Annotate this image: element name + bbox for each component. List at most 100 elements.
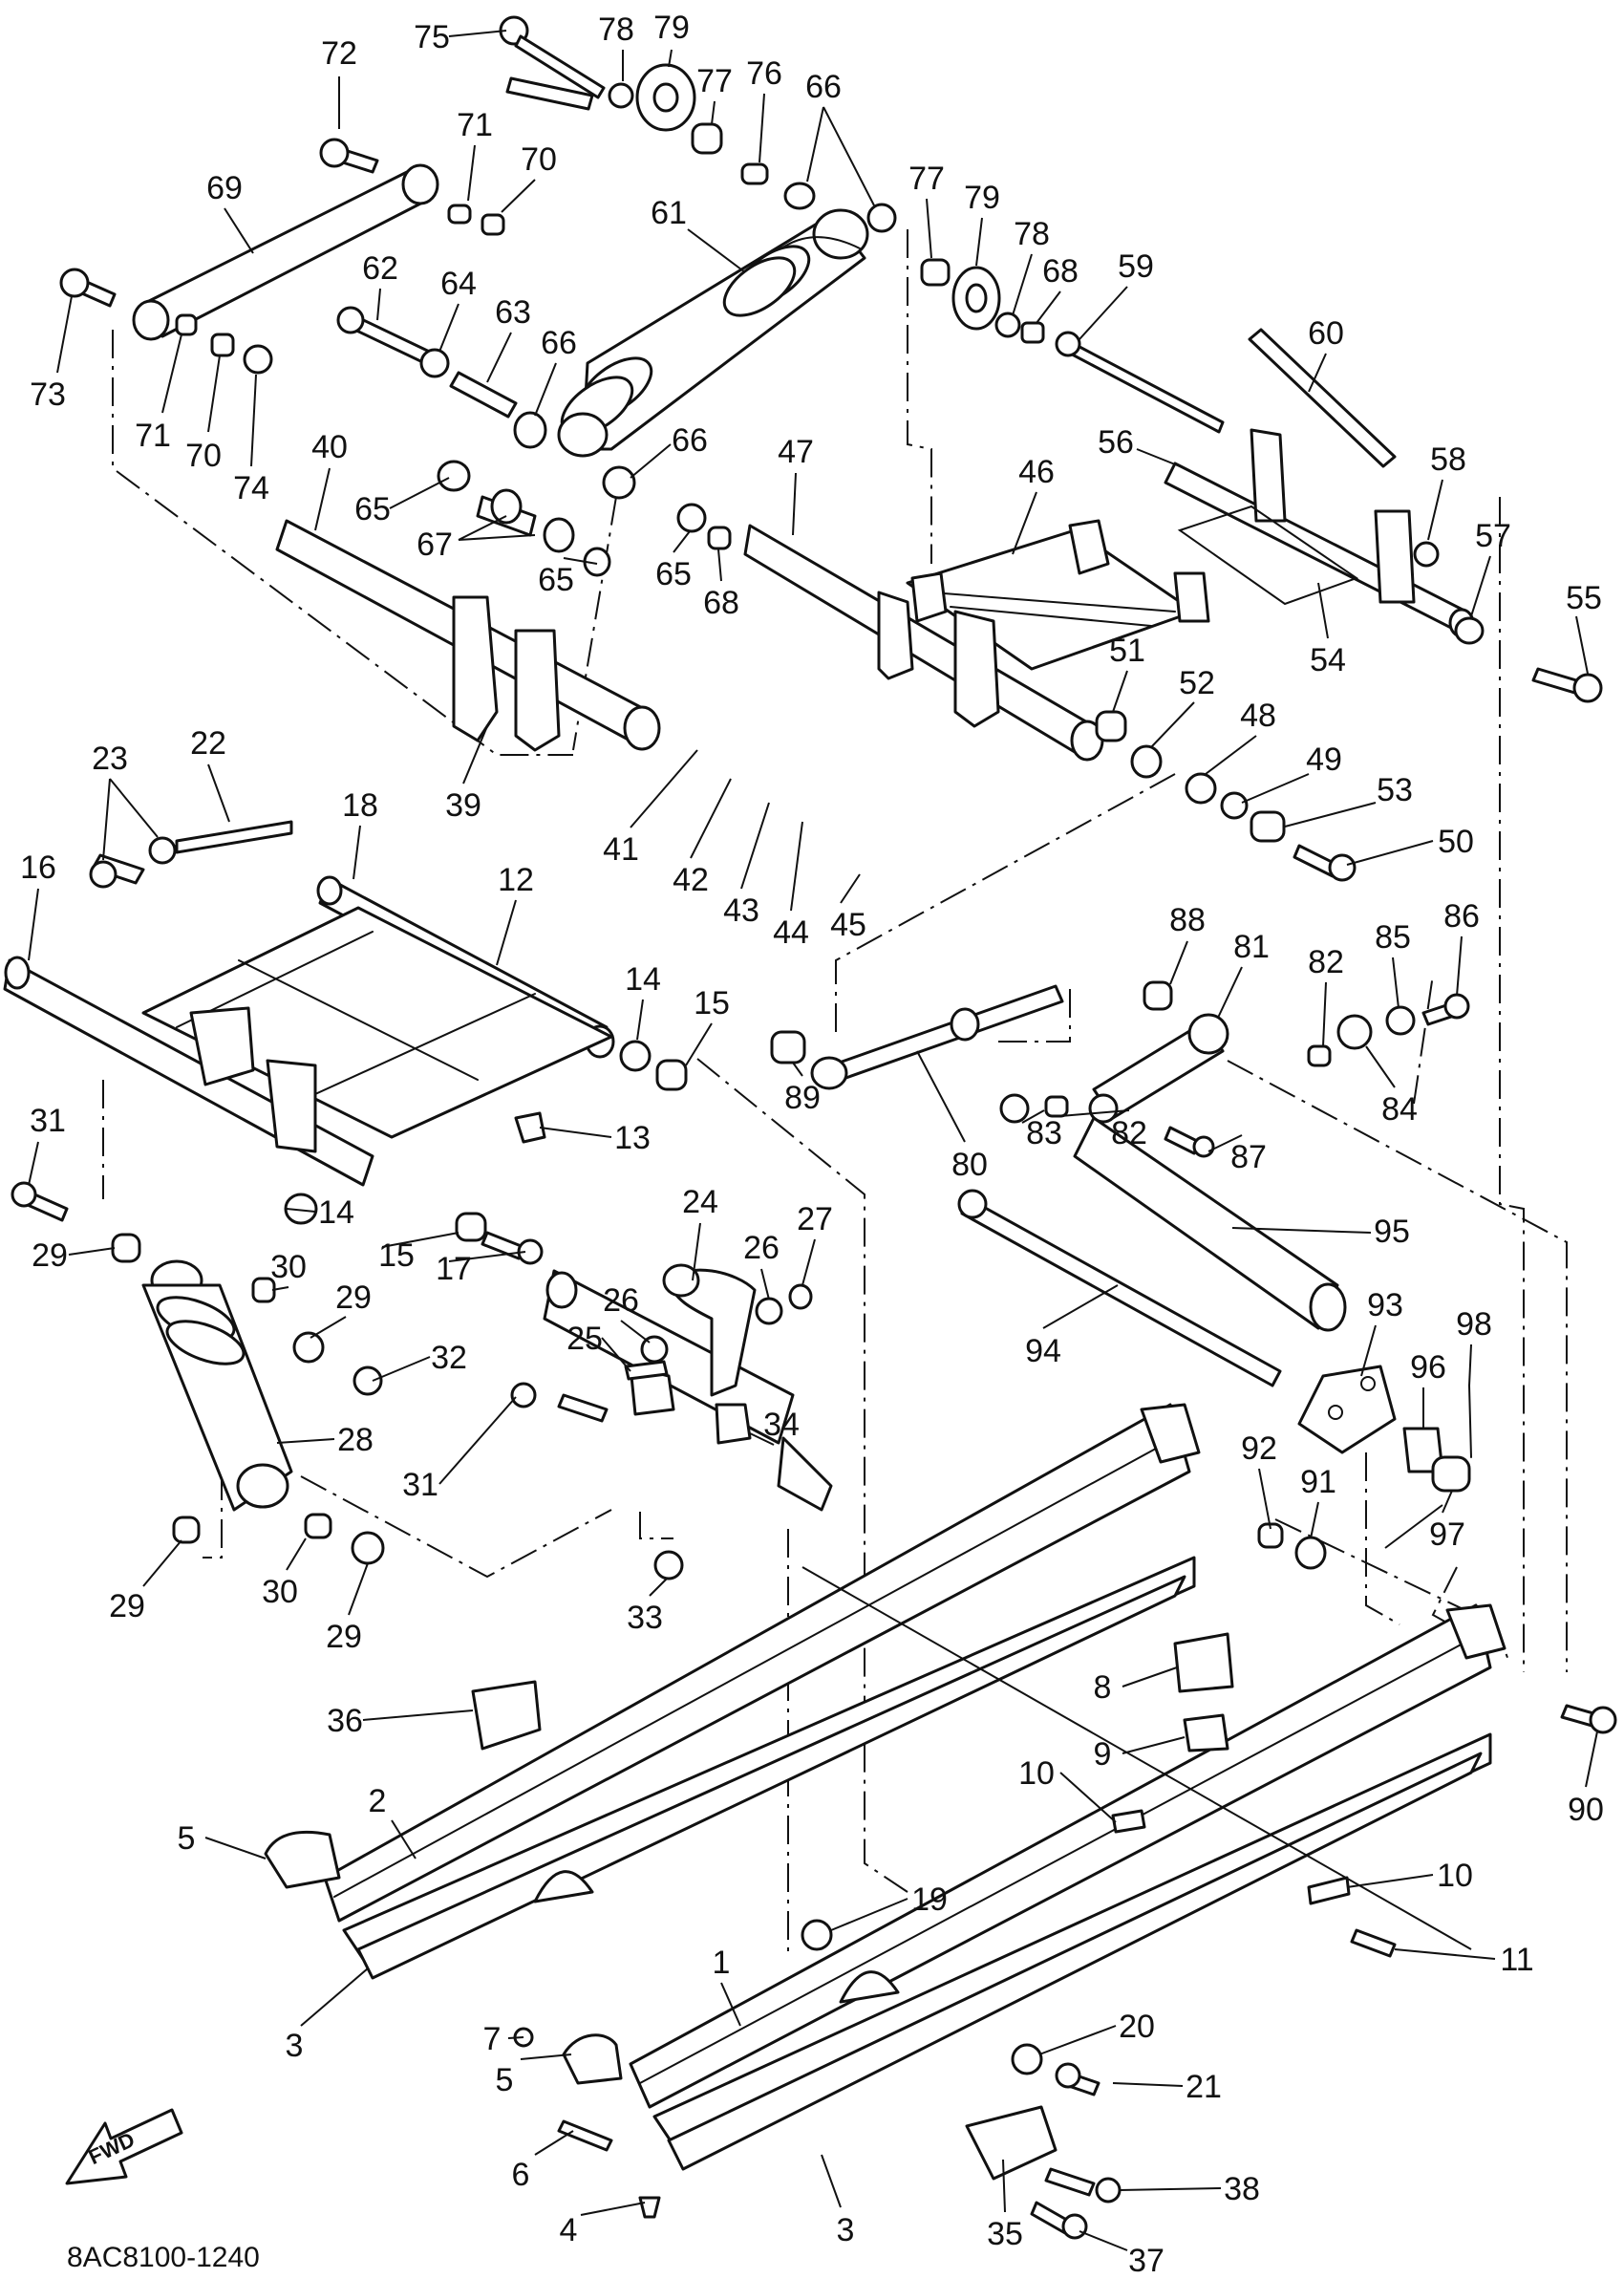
callout-71: 71 <box>457 107 493 143</box>
callout-28: 28 <box>337 1422 374 1458</box>
callout-1: 1 <box>713 1945 731 1981</box>
callout-42: 42 <box>673 862 709 898</box>
callout-76: 76 <box>746 55 782 92</box>
callout-91: 91 <box>1300 1464 1336 1500</box>
callout-15: 15 <box>694 985 730 1021</box>
drawing-number: 8AC8100-1240 <box>67 2242 260 2273</box>
callout-88: 88 <box>1169 902 1206 938</box>
callout-68: 68 <box>703 585 739 621</box>
callout-60: 60 <box>1308 315 1344 352</box>
callout-95: 95 <box>1374 1214 1410 1250</box>
callout-66: 66 <box>672 422 708 459</box>
callout-79: 79 <box>653 10 690 46</box>
callout-49: 49 <box>1306 742 1342 778</box>
callout-5: 5 <box>178 1820 196 1857</box>
callout-23: 23 <box>92 741 128 777</box>
callout-5: 5 <box>496 2062 514 2098</box>
rear-link-69 <box>59 138 505 375</box>
callout-85: 85 <box>1375 919 1411 956</box>
callout-26: 26 <box>603 1282 639 1319</box>
rear-arm-80-81 <box>770 980 1470 1158</box>
callout-78: 78 <box>1014 216 1050 252</box>
callout-17: 17 <box>436 1251 472 1287</box>
parts-artwork: FWD <box>3 15 1617 2251</box>
rear-axle-94-95 <box>957 1116 1472 1570</box>
callout-4: 4 <box>560 2212 578 2248</box>
callout-71: 71 <box>135 418 171 454</box>
callout-48: 48 <box>1240 698 1276 734</box>
callout-73: 73 <box>30 376 66 413</box>
front-shock-28 <box>11 1181 544 1565</box>
callout-34: 34 <box>763 1407 800 1443</box>
callout-64: 64 <box>440 266 477 302</box>
callout-29: 29 <box>335 1279 372 1316</box>
callout-7: 7 <box>483 2021 502 2057</box>
callout-40: 40 <box>311 429 348 465</box>
callout-66: 66 <box>805 69 842 105</box>
callout-24: 24 <box>682 1184 718 1220</box>
callout-62: 62 <box>362 250 398 287</box>
callout-77: 77 <box>908 161 945 197</box>
callout-51: 51 <box>1109 633 1145 669</box>
callout-21: 21 <box>1186 2069 1222 2105</box>
callout-53: 53 <box>1377 772 1413 808</box>
callout-6: 6 <box>512 2157 530 2193</box>
callout-83: 83 <box>1026 1115 1062 1151</box>
callout-78: 78 <box>598 11 634 48</box>
callout-92: 92 <box>1241 1430 1277 1467</box>
callout-65: 65 <box>655 556 692 592</box>
callout-67: 67 <box>417 527 453 563</box>
callout-38: 38 <box>1224 2171 1260 2207</box>
callout-43: 43 <box>723 892 759 929</box>
callout-45: 45 <box>830 907 866 943</box>
callout-94: 94 <box>1025 1333 1061 1369</box>
callout-32: 32 <box>431 1340 467 1376</box>
callout-61: 61 <box>651 195 687 231</box>
callout-10: 10 <box>1018 1755 1055 1792</box>
callout-58: 58 <box>1430 441 1466 478</box>
callout-90: 90 <box>1568 1792 1604 1828</box>
callout-65: 65 <box>538 562 574 598</box>
callout-29: 29 <box>326 1619 362 1655</box>
callout-11: 11 <box>1500 1942 1533 1978</box>
callout-2: 2 <box>369 1783 387 1819</box>
callout-81: 81 <box>1233 929 1270 965</box>
callout-87: 87 <box>1230 1139 1267 1175</box>
callout-56: 56 <box>1098 424 1134 461</box>
callout-59: 59 <box>1118 248 1154 285</box>
callout-72: 72 <box>321 35 357 72</box>
leader-lines <box>28 30 1598 2251</box>
front-axle-40 <box>275 460 732 752</box>
callout-52: 52 <box>1179 665 1215 701</box>
callout-29: 29 <box>32 1237 68 1274</box>
callout-18: 18 <box>342 787 378 824</box>
callout-15: 15 <box>378 1237 415 1274</box>
callout-93: 93 <box>1367 1287 1403 1323</box>
callout-30: 30 <box>262 1574 298 1610</box>
callout-98: 98 <box>1456 1306 1492 1343</box>
callout-29: 29 <box>109 1588 145 1624</box>
callout-68: 68 <box>1042 253 1079 290</box>
fwd-arrow: FWD <box>65 2108 183 2185</box>
callout-65: 65 <box>354 491 391 527</box>
callout-19: 19 <box>911 1881 948 1918</box>
callout-70: 70 <box>185 438 222 474</box>
callout-3: 3 <box>286 2028 304 2064</box>
callout-54: 54 <box>1310 642 1346 678</box>
callout-46: 46 <box>1018 454 1055 490</box>
callout-57: 57 <box>1475 518 1511 554</box>
callout-39: 39 <box>445 787 481 824</box>
callout-35: 35 <box>987 2216 1023 2252</box>
callout-82: 82 <box>1111 1115 1147 1151</box>
callout-37: 37 <box>1128 2243 1165 2279</box>
pivot-arm-46 <box>743 519 1210 762</box>
callout-55: 55 <box>1566 580 1602 616</box>
callout-66: 66 <box>541 325 577 361</box>
callout-14: 14 <box>625 961 661 998</box>
callout-27: 27 <box>797 1201 833 1237</box>
callout-79: 79 <box>964 180 1000 216</box>
front-shock-61 <box>336 15 1225 500</box>
callout-31: 31 <box>402 1467 438 1503</box>
